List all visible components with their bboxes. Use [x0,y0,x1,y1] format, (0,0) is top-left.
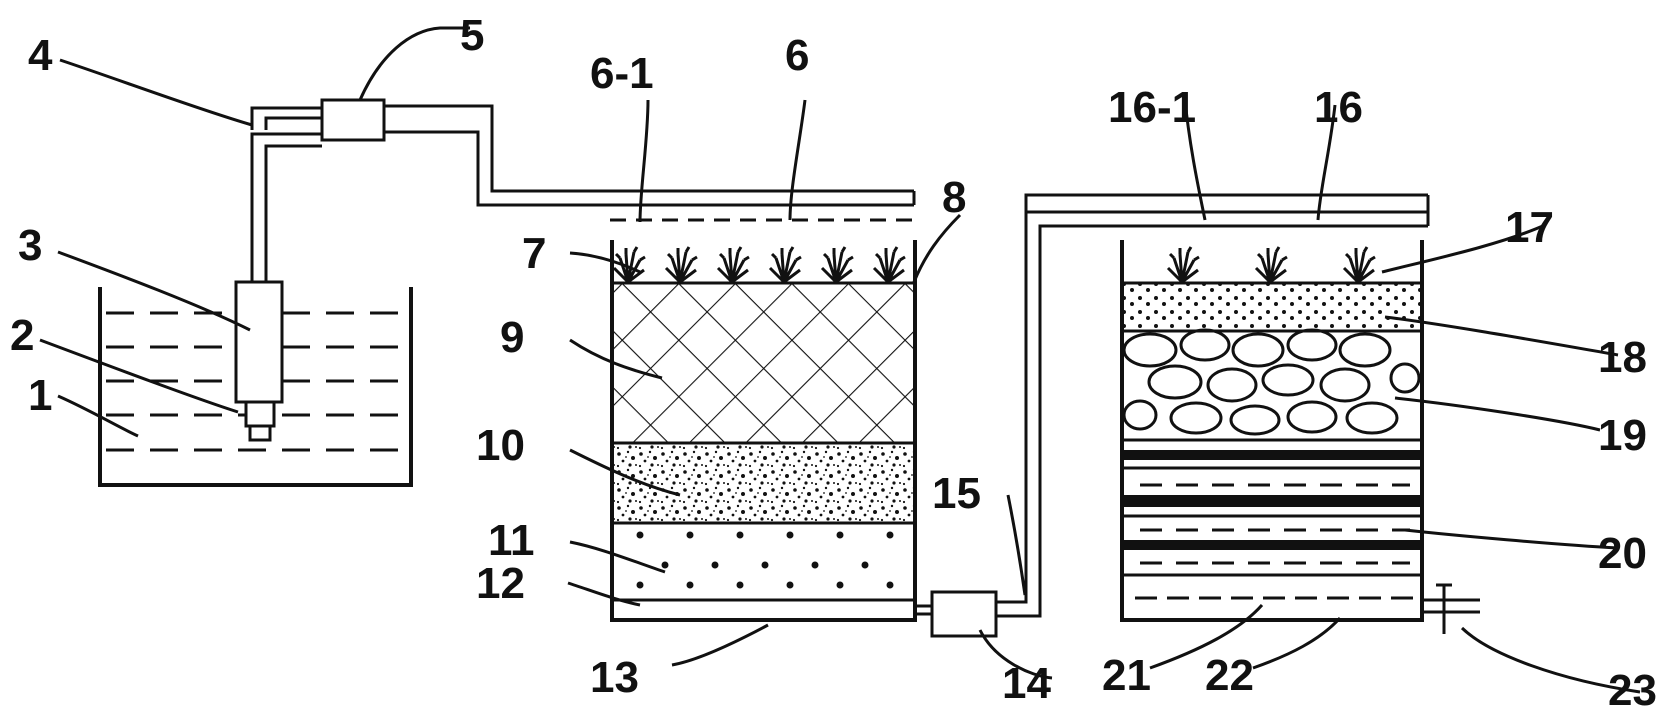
label-1: 1 [28,371,52,420]
label-17: 17 [1505,203,1554,252]
label-21: 21 [1102,651,1151,700]
label-15: 15 [932,469,981,518]
label-7: 7 [522,229,546,278]
sand-layer [636,531,894,589]
label-4: 4 [28,31,53,80]
plants-tank-3 [1166,246,1376,284]
label-20: 20 [1598,529,1647,578]
label-6: 6 [785,31,809,80]
label-16-1: 16-1 [1108,83,1196,132]
label-13: 13 [590,653,639,702]
outlet-valve [1422,583,1480,634]
label-22: 22 [1205,651,1254,700]
label-9: 9 [500,313,524,362]
horizontal-flow-wetland [1120,240,1424,622]
transfer-pump [915,193,1430,638]
label-3: 3 [18,221,42,270]
plants-tank-2 [612,246,906,284]
label-10: 10 [476,421,525,470]
part-labels: 1 2 3 4 5 6 6-1 7 8 9 10 11 12 13 14 15 … [10,11,1657,715]
submersible-pump [234,280,284,442]
label-19: 19 [1598,411,1647,460]
stone-layer [1122,328,1421,436]
leader-lines [39,26,1641,694]
label-11: 11 [488,516,535,565]
label-6-1: 6-1 [590,49,654,98]
label-16: 16 [1314,83,1363,132]
label-18: 18 [1598,333,1647,382]
label-8: 8 [942,173,966,222]
label-14: 14 [1002,659,1051,708]
inlet-pipe [250,104,916,282]
label-5: 5 [460,11,484,60]
flow-meter [320,98,386,142]
label-23: 23 [1608,666,1657,715]
vertical-flow-wetland [610,240,917,622]
label-12: 12 [476,559,525,608]
label-2: 2 [10,311,34,360]
